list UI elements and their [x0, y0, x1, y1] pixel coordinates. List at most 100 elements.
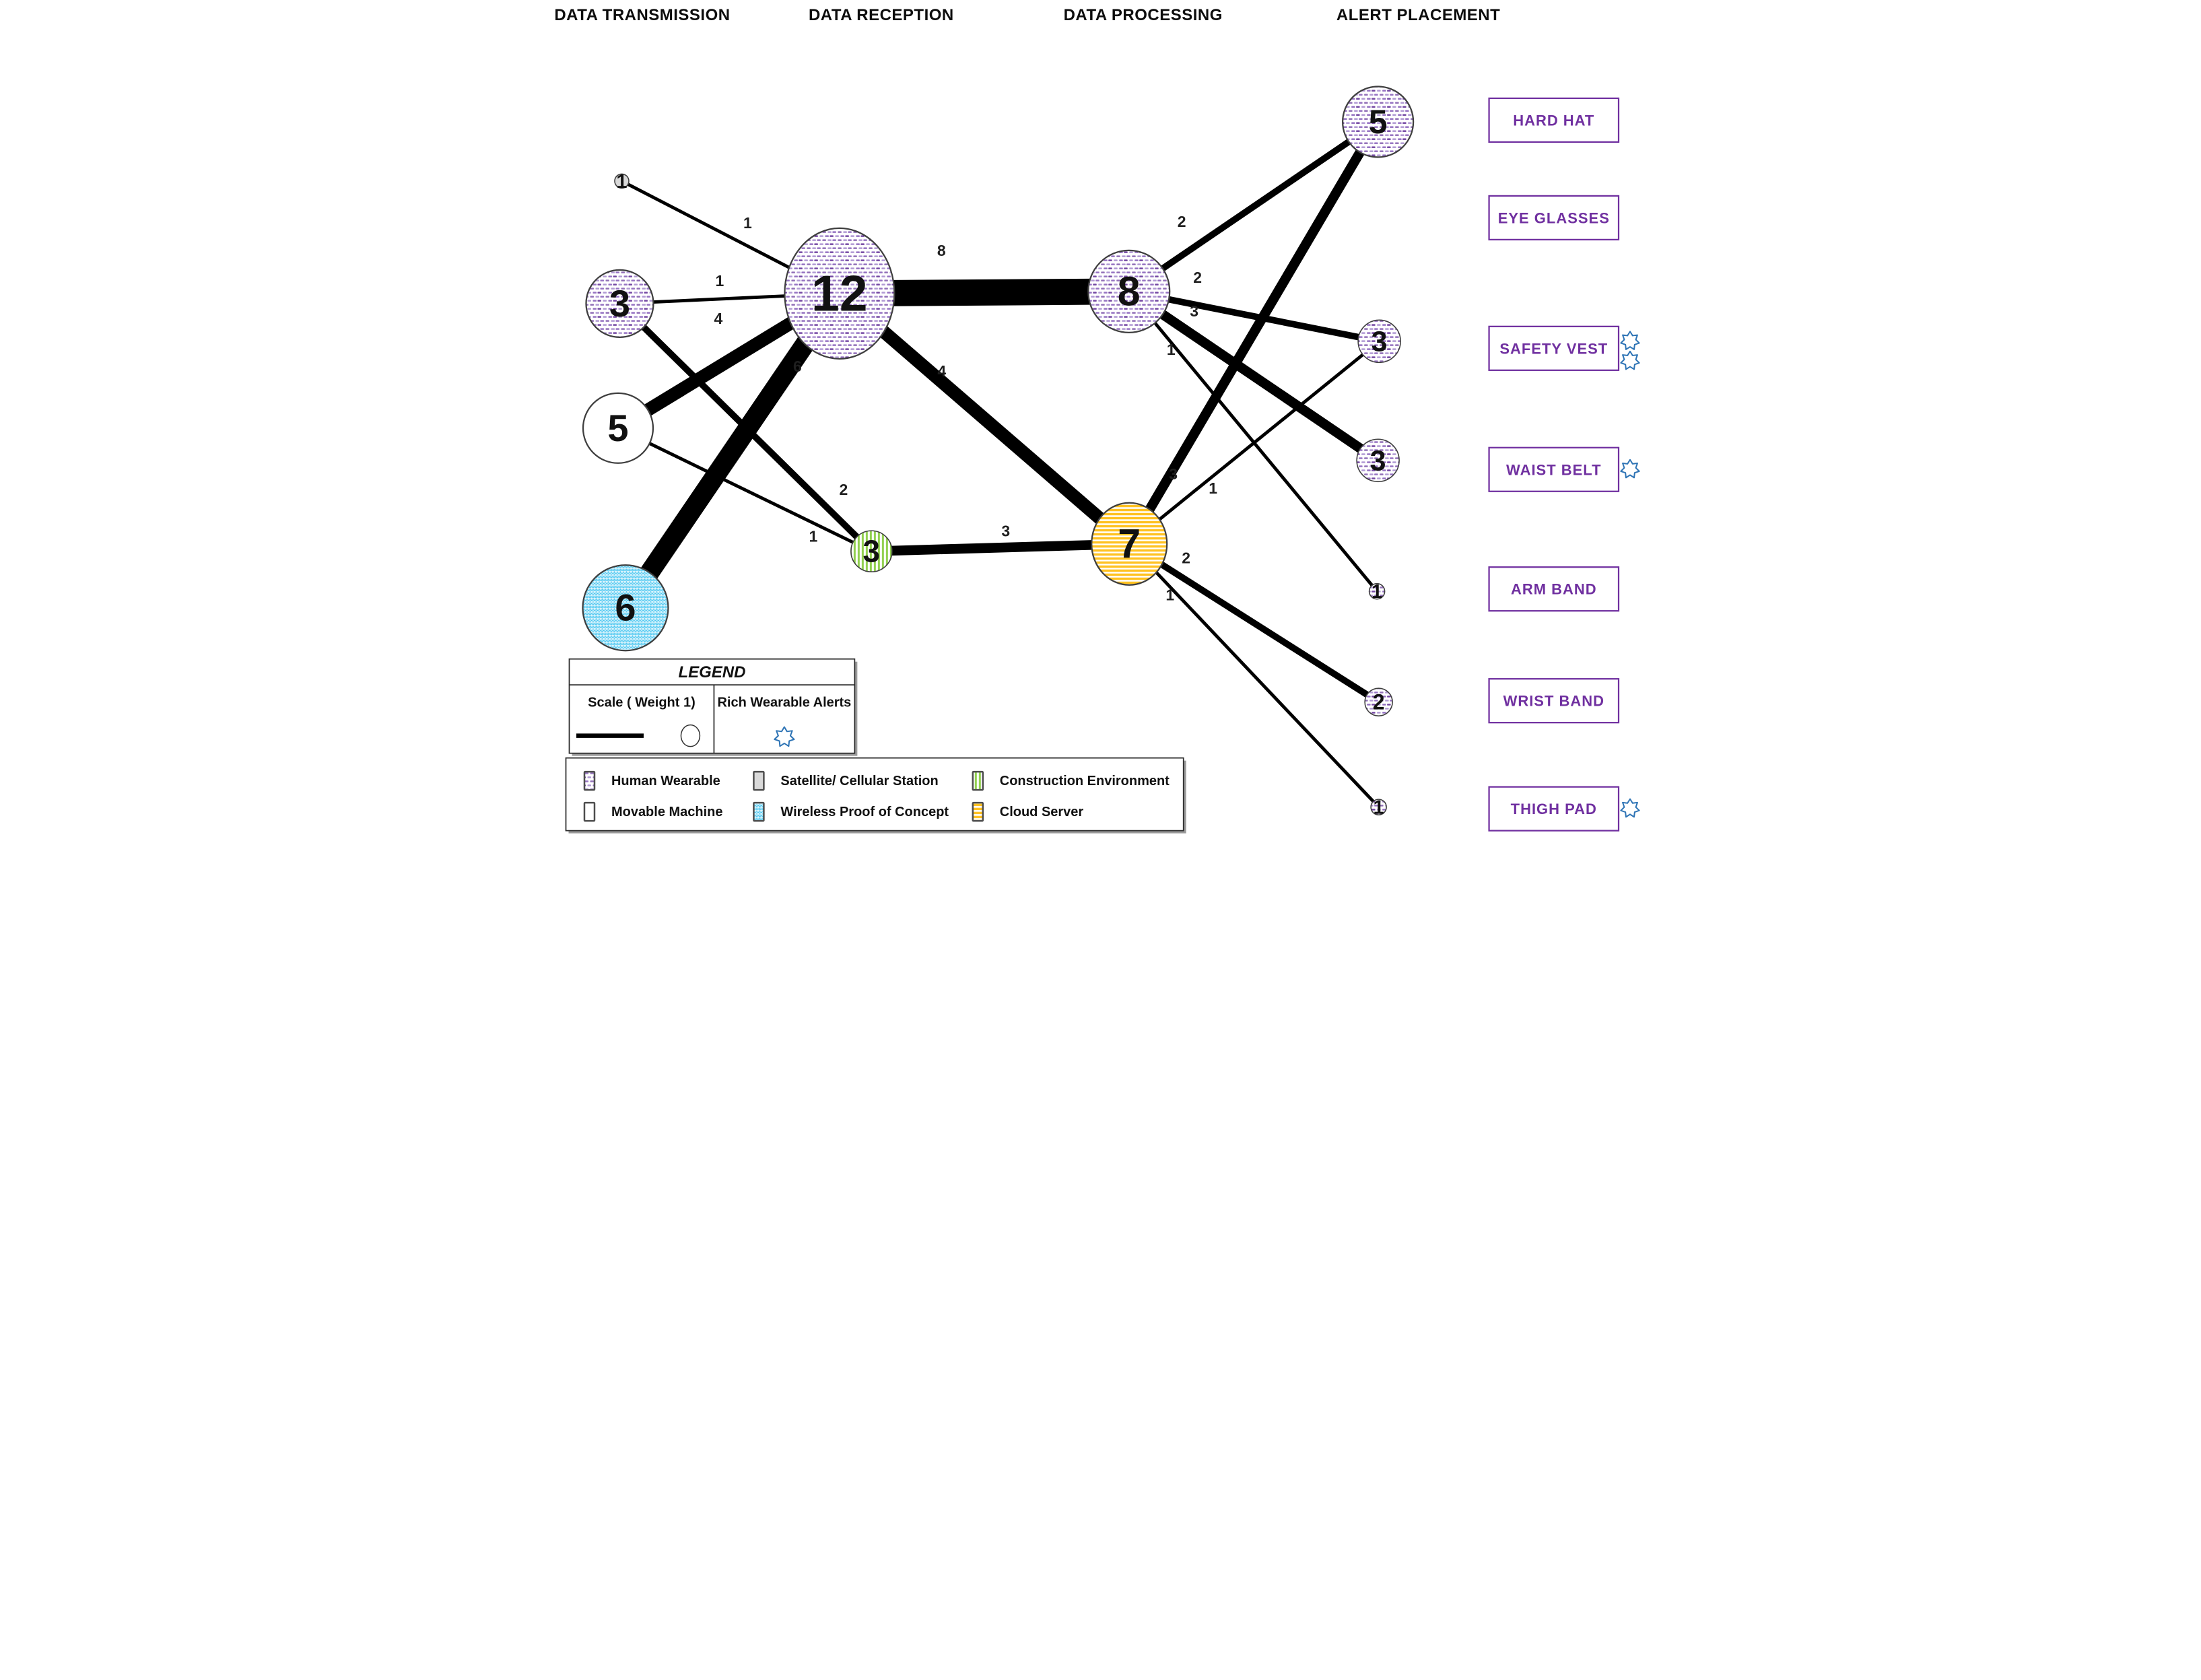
node-value-label: 1 [616, 171, 627, 193]
node-value-label: 7 [1118, 520, 1141, 566]
node-value-label: 12 [811, 265, 867, 321]
rich-alert-star-icon [1619, 331, 1640, 350]
legend-swatch-construction [972, 770, 984, 791]
edge-p8-sv3 [1128, 288, 1380, 345]
edge-cs7-sv3 [1128, 339, 1380, 545]
rich-alert-star-icon [1619, 350, 1640, 370]
legend-layer: LEGEND Scale ( Weight 1) Rich Wearable Ale… [565, 658, 1186, 834]
node-value-label: 3 [862, 533, 880, 568]
alert-box-safety-vest [1487, 325, 1619, 371]
edge-p8-ab1 [1127, 290, 1378, 593]
edge-weight-label: 2 [839, 481, 848, 498]
edge-ce3-cs7 [871, 539, 1129, 557]
edge-weight-label: 4 [714, 310, 722, 327]
alert-box-label: ARM BAND [1510, 581, 1596, 598]
node-ce3-construction [850, 530, 893, 573]
node-rx12-human [783, 227, 895, 360]
node-value-label: 1 [1372, 581, 1382, 603]
alert-box-label: WRIST BAND [1503, 693, 1604, 710]
node-value-label: 8 [1117, 269, 1140, 314]
edge-weight-label: 6 [792, 358, 801, 375]
edge-weight-label: 2 [1177, 213, 1186, 230]
alert-box-label: EYE GLASSES [1497, 209, 1609, 226]
alert-box-arm-band [1487, 566, 1619, 612]
edge-tx6-rx12 [617, 288, 848, 613]
edge-cs7-tp1 [1127, 543, 1380, 809]
legend-item-label: Human Wearable [611, 774, 720, 788]
legend-swatch-machine [583, 801, 595, 822]
alert-box-label: WAIST BELT [1506, 461, 1601, 478]
alert-box-wrist-band [1487, 678, 1619, 724]
legend-item-label: Cloud Server [999, 805, 1083, 819]
node-tx3-human [584, 269, 654, 338]
edge-weight-label: 1 [809, 528, 817, 545]
alert-box-eye-glasses [1487, 195, 1619, 241]
alert-box-thigh-pad [1487, 786, 1619, 832]
edge-weight-label: 1 [743, 214, 752, 232]
node-wb2-human [1363, 687, 1393, 716]
node-ab1-human [1368, 582, 1385, 600]
node-value-label: 1 [1373, 797, 1384, 818]
edge-weight-label: 1 [715, 272, 724, 290]
node-sv3-human [1357, 319, 1401, 364]
column-header: DATA TRANSMISSION [554, 6, 730, 24]
legend-item-label: Wireless Proof of Concept [780, 805, 949, 819]
legend-item-label: Movable Machine [611, 805, 722, 819]
node-tx5-machine [582, 392, 654, 464]
rich-alert-star-icon [1619, 798, 1640, 818]
node-wb3-human [1355, 438, 1400, 483]
legend-items-box [565, 757, 1184, 832]
node-sat1-satellite [613, 173, 630, 189]
legend-rich-alert-star-icon [773, 726, 794, 747]
node-p8-human [1087, 249, 1170, 333]
edge-tx5-ce3 [617, 426, 872, 553]
column-headers-layer: DATA TRANSMISSION DATA RECEPTION DATA PROC… [554, 6, 1499, 24]
legend-swatch-cloud [972, 801, 984, 822]
column-header: DATA RECEPTION [808, 6, 953, 24]
legend-swatch-wireless [752, 801, 765, 822]
edge-weight-label: 4 [937, 362, 946, 380]
legend-item-label: Construction Environment [999, 774, 1169, 788]
legend-swatch-human [583, 770, 595, 791]
edge-weight-label: 1 [1165, 586, 1174, 604]
edge-weight-label: 8 [937, 242, 945, 259]
node-value-label: 3 [609, 282, 630, 325]
edge-weight-label: 3 [1001, 523, 1010, 540]
column-header: DATA PROCESSING [1063, 6, 1222, 24]
edge-weight-label: 1 [1166, 341, 1175, 358]
legend-item-label: Satellite/ Cellular Station [780, 774, 938, 788]
rich-alert-star-icon [1619, 459, 1640, 479]
edge-weight-label: 1 [1209, 479, 1217, 497]
edge-cs7-wb2 [1127, 541, 1380, 705]
edge-p8-wb3 [1126, 287, 1381, 465]
legend-scale-label: Scale ( Weight 1) [588, 696, 696, 710]
legend-node-circle-sample [680, 724, 700, 747]
legend-title: LEGEND [678, 663, 745, 681]
edge-cs7-hh5 [1124, 119, 1382, 547]
alert-box-label: THIGH PAD [1510, 801, 1596, 817]
node-tx6-wireless [581, 564, 669, 652]
node-value-label: 2 [1372, 690, 1384, 714]
edge-rx12-cs7 [835, 288, 1134, 549]
edge-weight-label: 2 [1182, 549, 1190, 567]
node-hh5-human [1341, 86, 1414, 158]
legend-alerts-label: Rich Wearable Alerts [717, 696, 851, 710]
edge-weight-label: 3 [1169, 465, 1178, 483]
node-tp1-human [1369, 799, 1387, 815]
alert-box-waist-belt [1487, 446, 1619, 492]
node-value-label: 6 [615, 586, 636, 629]
edge-weight-label: 3 [1190, 302, 1198, 320]
node-value-label: 5 [607, 407, 628, 449]
alert-box-label: SAFETY VEST [1499, 340, 1608, 357]
alert-box-hard-hat [1487, 97, 1619, 143]
column-header: ALERT PLACEMENT [1336, 6, 1499, 24]
node-cs7-cloud [1090, 502, 1167, 586]
node-value-label: 3 [1369, 444, 1386, 477]
edge-p8-hh5 [1126, 119, 1380, 294]
node-value-label: 5 [1368, 103, 1387, 141]
edge-weight-label: 2 [1193, 269, 1202, 286]
